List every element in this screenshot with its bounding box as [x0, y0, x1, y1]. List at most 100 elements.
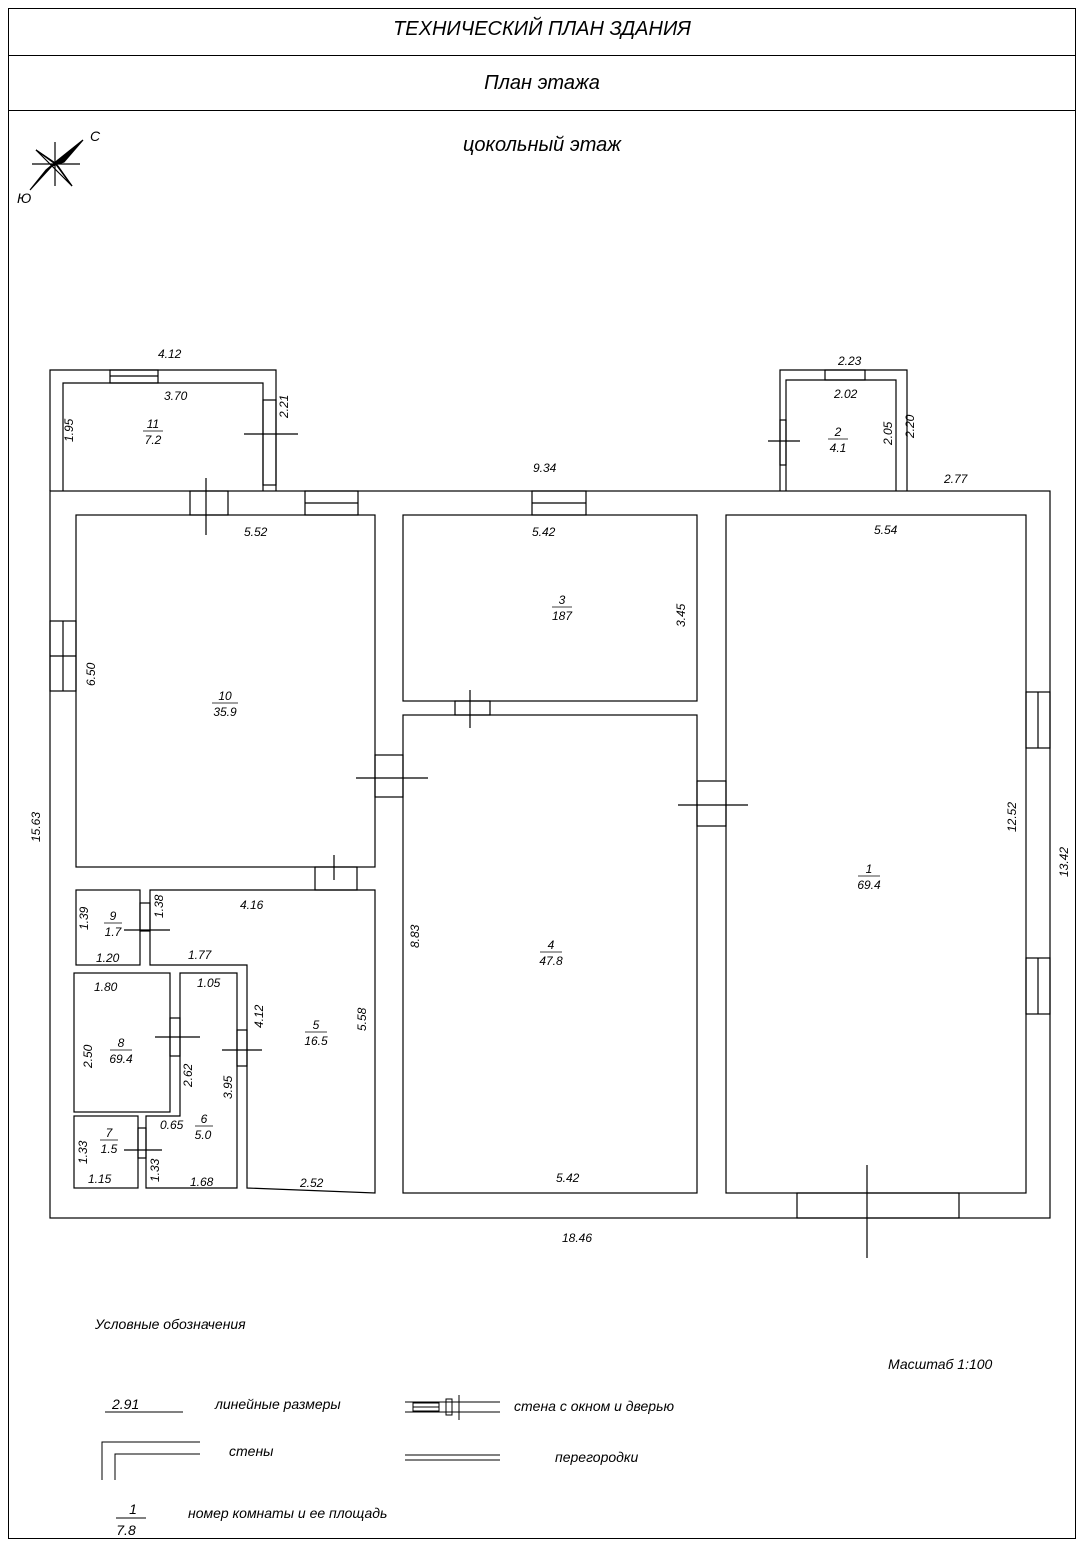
svg-text:5.0: 5.0 [195, 1128, 212, 1142]
room-4-walls [402, 714, 698, 1194]
svg-text:1: 1 [866, 862, 873, 876]
svg-text:35.9: 35.9 [213, 705, 237, 719]
dim-label: 2.77 [943, 472, 969, 486]
drawing-frame [8, 8, 1076, 1539]
dim-label: 9.34 [533, 461, 557, 475]
plan-subtitle: План этажа [484, 72, 600, 94]
svg-text:6: 6 [201, 1112, 208, 1126]
svg-text:187: 187 [552, 609, 573, 623]
svg-text:9: 9 [110, 909, 117, 923]
room-label-2: 24.1 [828, 425, 848, 455]
document-title: ТЕХНИЧЕСКИЙ ПЛАН ЗДАНИЯ [393, 18, 691, 40]
svg-text:7: 7 [106, 1126, 114, 1140]
svg-text:11: 11 [147, 417, 159, 431]
annex-11-inner [62, 382, 264, 491]
legend-walls-symbol [101, 1441, 200, 1480]
svg-text:69.4: 69.4 [857, 878, 881, 892]
subtitle-divider [8, 110, 1076, 111]
dim-label: 2.02 [833, 387, 858, 401]
dim-label: 1.68 [190, 1175, 214, 1189]
dim-label: 15.63 [29, 812, 43, 842]
dim-label: 1.05 [197, 976, 221, 990]
dim-label: 13.42 [1057, 847, 1071, 877]
dim-label: 2.62 [181, 1063, 195, 1088]
room-label-5: 516.5 [304, 1018, 328, 1048]
dim-label: 1.33 [76, 1140, 90, 1164]
dim-label: 1.77 [188, 948, 213, 962]
legend-title: Условные обозначения [94, 1316, 246, 1332]
room-label-8: 869.4 [109, 1036, 133, 1066]
dim-label: 8.83 [408, 924, 422, 948]
dim-label: 1.39 [77, 906, 91, 930]
scale-label: Масштаб 1:100 [888, 1356, 993, 1372]
dim-label: 1.33 [148, 1158, 162, 1182]
dim-label: 4.12 [252, 1004, 266, 1028]
dim-label: 1.20 [96, 951, 120, 965]
svg-text:1.7: 1.7 [105, 925, 123, 939]
legend-window-door-label: стена с окном и дверью [514, 1398, 674, 1414]
outer-wall [49, 490, 1051, 1219]
dim-label: 5.42 [556, 1171, 580, 1185]
dim-label: 1.15 [88, 1172, 112, 1186]
legend-walls-label: стены [229, 1443, 274, 1459]
dim-label: 5.42 [532, 525, 556, 539]
dim-label: 2.20 [903, 414, 917, 439]
compass-rose-icon [29, 139, 84, 191]
svg-text:8: 8 [118, 1036, 125, 1050]
legend-partitions-symbol [405, 1454, 500, 1461]
legend-room-label: номер комнаты и ее площадь [188, 1505, 387, 1521]
svg-text:47.8: 47.8 [539, 954, 563, 968]
floor-name: цокольный этаж [462, 134, 622, 156]
dim-label: 3.95 [221, 1075, 235, 1099]
room-3-walls [402, 514, 698, 702]
room-label-10: 10 35.9 [212, 689, 238, 719]
dim-label: 5.54 [874, 523, 898, 537]
dim-label: 5.58 [355, 1007, 369, 1031]
dim-label: 6.50 [84, 662, 98, 686]
svg-text:69.4: 69.4 [109, 1052, 133, 1066]
legend-window-door-symbol [405, 1395, 500, 1420]
legend-sample-area: 7.8 [116, 1522, 136, 1538]
room-label-11: 117.2 [143, 417, 163, 447]
legend: Условные обозначения Масштаб 1:100 2.91 … [94, 1316, 993, 1538]
room-label-7: 71.5 [100, 1126, 118, 1156]
dim-label: 1.38 [152, 894, 166, 918]
svg-text:1.5: 1.5 [101, 1142, 118, 1156]
dim-label: 5.52 [244, 525, 268, 539]
svg-text:2: 2 [834, 425, 842, 439]
dimensions: 4.12 3.70 1.95 2.21 2.23 2.02 2.05 2.20 … [29, 347, 1071, 1245]
svg-text:10: 10 [218, 689, 232, 703]
dim-label: 3.45 [674, 603, 688, 627]
svg-text:3: 3 [559, 593, 566, 607]
dim-label: 4.12 [158, 347, 182, 361]
svg-text:7.2: 7.2 [145, 433, 162, 447]
compass-south-label: Ю [17, 190, 31, 206]
room-label-6: 65.0 [195, 1112, 213, 1142]
svg-text:5: 5 [313, 1018, 320, 1032]
dim-label: 2.52 [299, 1176, 324, 1190]
legend-sample-dim: 2.91 [111, 1396, 139, 1412]
legend-linear-label: линейные размеры [214, 1396, 341, 1412]
dim-label: 2.21 [277, 395, 291, 419]
dim-label: 2.50 [81, 1044, 95, 1069]
title-divider [8, 55, 1076, 56]
dim-label: 2.23 [837, 354, 862, 368]
room-label-9: 91.7 [104, 909, 123, 939]
svg-text:16.5: 16.5 [304, 1034, 328, 1048]
room-5-walls [149, 889, 376, 1194]
room-1-walls [725, 514, 1027, 1194]
dim-label: 4.16 [240, 898, 264, 912]
legend-partitions-label: перегородки [555, 1449, 639, 1465]
dim-label: 1.95 [62, 418, 76, 442]
svg-text:4.1: 4.1 [830, 441, 847, 455]
dim-label: 12.52 [1005, 802, 1019, 832]
legend-sample-num: 1 [129, 1501, 137, 1517]
room-label-1: 169.4 [857, 862, 881, 892]
dim-label: 2.05 [881, 421, 895, 446]
dim-label: 1.80 [94, 980, 118, 994]
room-label-4: 447.8 [539, 938, 563, 968]
compass-north-label: С [90, 128, 101, 144]
